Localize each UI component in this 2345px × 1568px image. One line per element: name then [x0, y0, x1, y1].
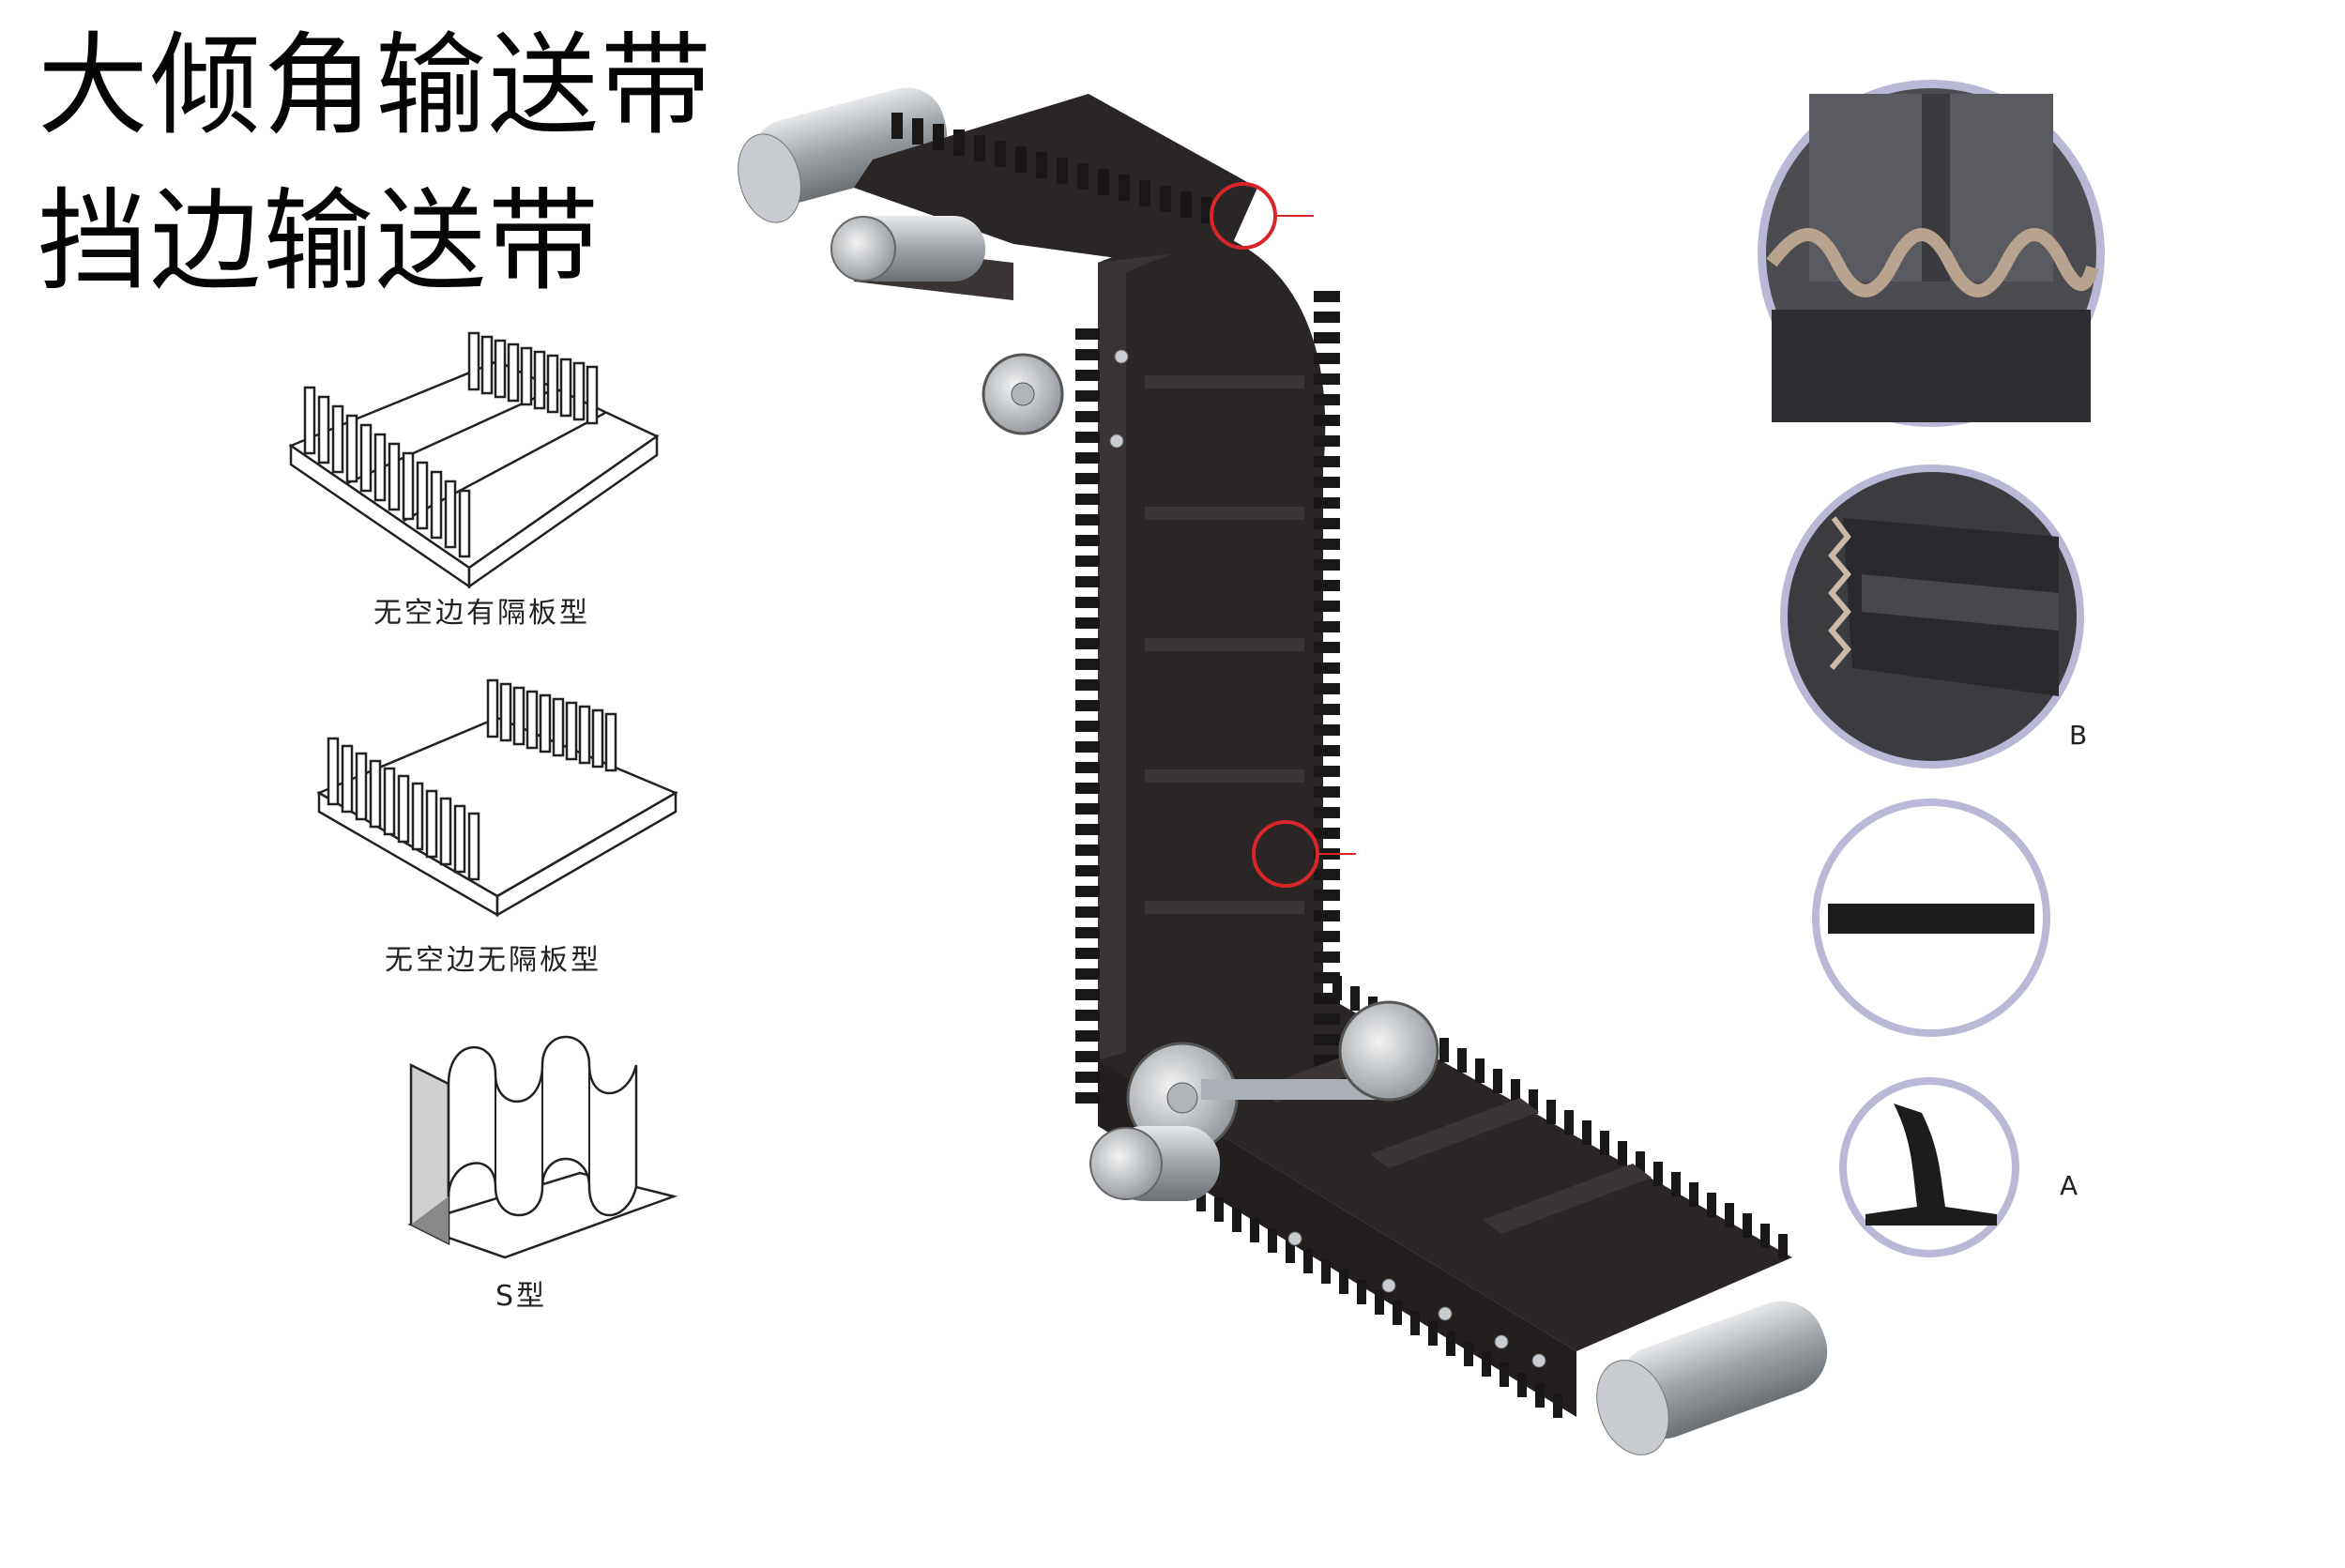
detail-letter-a: A — [2060, 1170, 2079, 1201]
s-sidewall-icon — [406, 1035, 678, 1259]
detail-letter-b: B — [2069, 720, 2088, 751]
cleat-bar-icon — [1812, 799, 2050, 1037]
sidewall-conveyor-illustration — [738, 87, 1828, 1455]
title-line-1: 大倾角输送带 — [38, 21, 714, 150]
corrugated-sidewall-icon — [1758, 80, 2105, 427]
sidewall-cleat-belt-icon — [288, 331, 660, 589]
diagram-caption-2: 无空边无隔板型 — [385, 944, 601, 977]
diagram-caption-1: 无空边有隔板型 — [373, 597, 590, 630]
sidewall-cleat-detail-icon — [1780, 464, 2084, 769]
t-cleat-profile-icon — [1839, 1077, 2019, 1257]
sidewall-belt-icon — [316, 678, 678, 918]
title-line-2: 挡边输送带 — [38, 176, 601, 306]
diagram-caption-3: S型 — [495, 1280, 548, 1313]
